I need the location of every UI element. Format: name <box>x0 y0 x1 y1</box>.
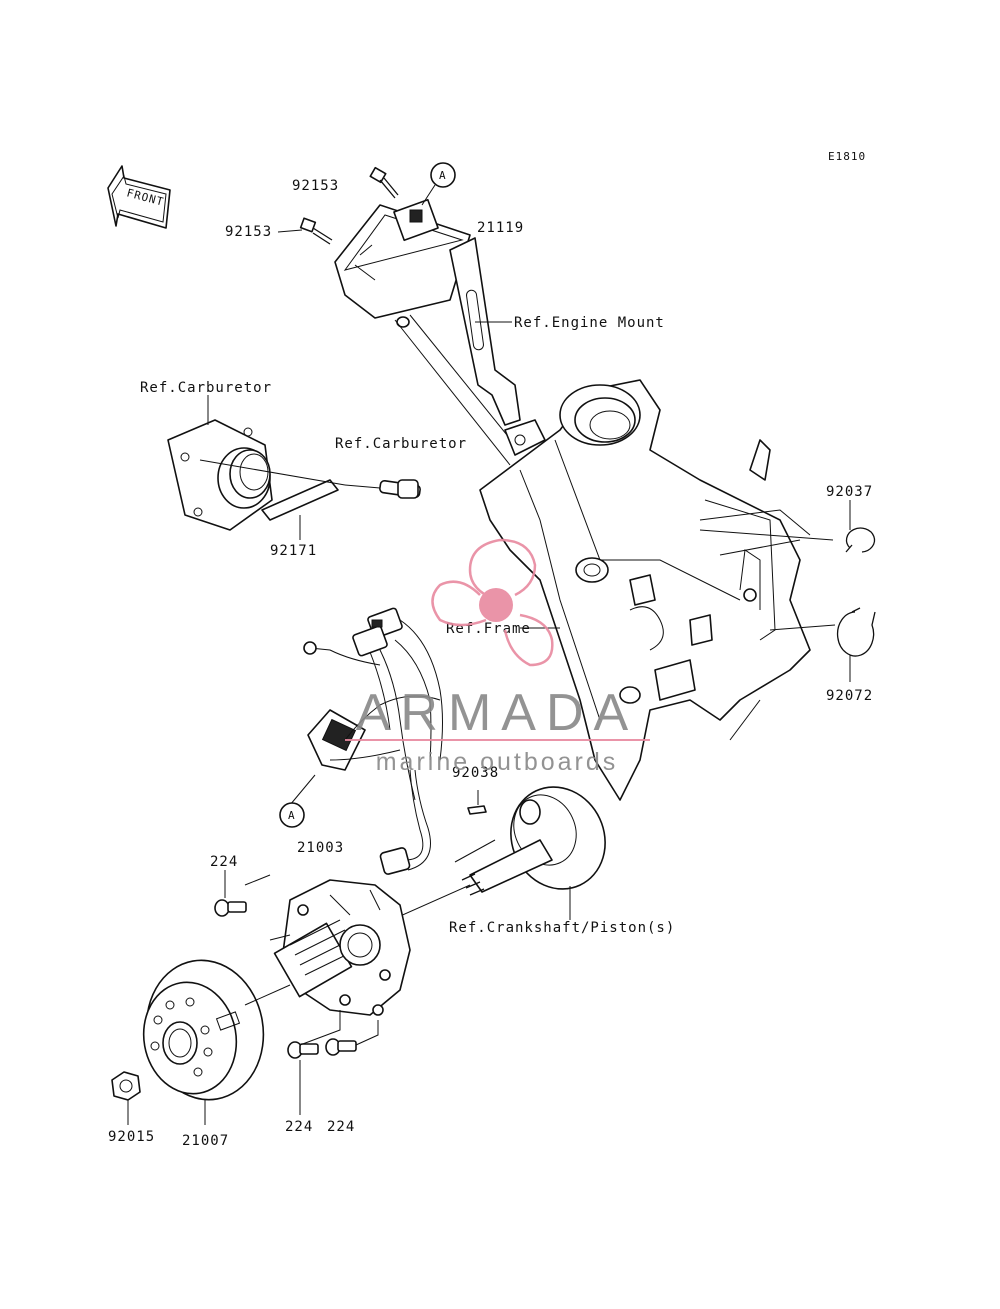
label-ref-engine-mount: Ref.Engine Mount <box>514 315 665 331</box>
label-21003: 21003 <box>297 840 344 856</box>
watermark-title: ARMADA <box>356 684 638 742</box>
label-21119: 21119 <box>477 220 524 236</box>
label-224-bottom-right: 224 <box>327 1119 355 1135</box>
label-ref-frame: Ref.Frame <box>446 621 531 637</box>
engine-mount-bracket <box>394 237 521 466</box>
frame <box>479 379 836 801</box>
cdi-unit <box>334 198 471 328</box>
label-ref-carburetor-mid: Ref.Carburetor <box>335 436 467 452</box>
label-ref-crankshaft: Ref.Crankshaft/Piston(s) <box>449 920 675 936</box>
label-92153-left: 92153 <box>225 224 272 240</box>
carburetor-holder <box>167 419 273 531</box>
part-labels: 92153 92153 21119 Ref.Engine Mount Ref.C… <box>108 178 873 1149</box>
front-arrow-icon: FRONT <box>107 165 171 229</box>
label-224-top: 224 <box>210 854 238 870</box>
nut-92015 <box>111 1071 141 1125</box>
clamp-92171 <box>199 459 346 521</box>
wiring-harness <box>289 607 443 875</box>
screw-224-bottom-left <box>287 1010 341 1059</box>
circlip-92037 <box>699 527 876 553</box>
label-92171: 92171 <box>270 543 317 559</box>
label-21007: 21007 <box>182 1133 229 1149</box>
circlip-92072 <box>836 607 876 657</box>
callout-a-bottom: A <box>279 802 305 828</box>
propeller-icon <box>431 538 554 667</box>
crankshaft <box>379 786 606 926</box>
label-92038: 92038 <box>452 765 499 781</box>
label-ref-carburetor-top: Ref.Carburetor <box>140 380 272 396</box>
bolt-92153-top <box>369 166 399 199</box>
stator <box>244 874 411 1016</box>
flywheel <box>142 959 291 1125</box>
label-92072: 92072 <box>826 688 873 704</box>
label-92015: 92015 <box>108 1129 155 1145</box>
key-92038 <box>454 790 496 863</box>
screw-224-bottom-right <box>325 1020 379 1056</box>
svg-text:A: A <box>439 169 447 182</box>
bolt-92153-left <box>299 217 333 245</box>
label-92037: 92037 <box>826 484 873 500</box>
carburetor-bolt <box>344 479 421 499</box>
watermark-logo: ARMADA marine outboards <box>345 538 650 776</box>
label-92153-top: 92153 <box>292 178 339 194</box>
watermark-subtitle: marine outboards <box>376 748 619 776</box>
label-224-bottom-left: 224 <box>285 1119 313 1135</box>
leader-lines <box>207 229 851 1115</box>
callout-a-top: A <box>421 162 456 206</box>
diagram-code: E1810 <box>828 150 866 163</box>
screw-224-top <box>214 899 247 917</box>
svg-text:A: A <box>288 809 296 822</box>
